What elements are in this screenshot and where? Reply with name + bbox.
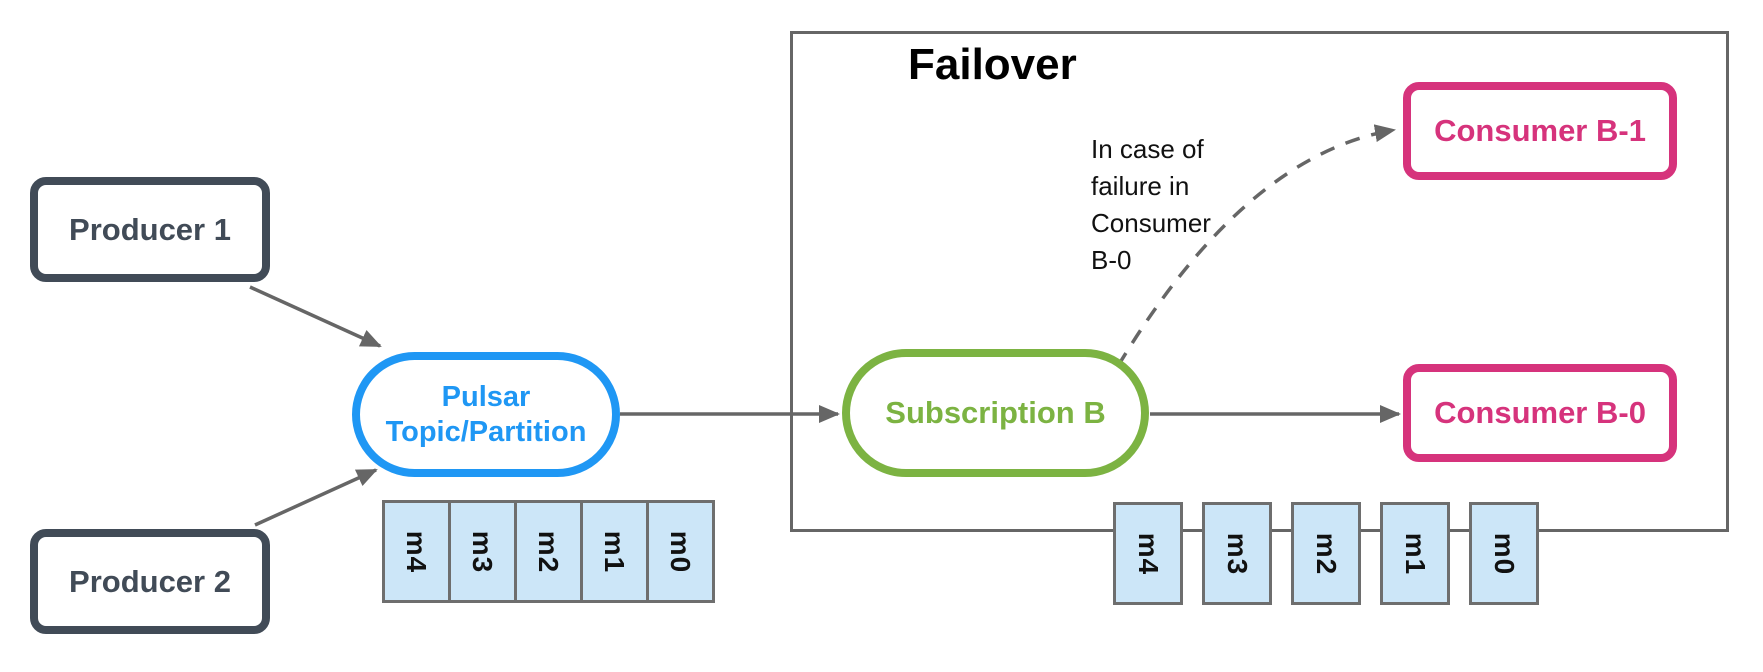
message-label: m3 <box>1222 532 1253 575</box>
message-cell: m3 <box>1202 502 1272 605</box>
message-cell: m2 <box>1291 502 1361 605</box>
subscription-b-label: Subscription B <box>885 394 1106 430</box>
message-label: m1 <box>599 530 631 573</box>
arrow-producer1-to-topic <box>249 285 382 348</box>
producer-1-label: Producer 1 <box>69 211 231 247</box>
message-cell: m0 <box>1469 502 1539 605</box>
subscription-b-node: Subscription B <box>842 349 1149 477</box>
consumer-b0-node: Consumer B-0 <box>1403 364 1677 462</box>
arrow-producer2-to-topic <box>254 468 378 527</box>
producer-2-node: Producer 2 <box>30 529 270 634</box>
topic-message-queue: m4 m3 m2 m1 m0 <box>382 500 715 603</box>
failover-annotation-text: In case of failure in Consumer B-0 <box>1091 134 1211 275</box>
subscription-message-queue: m4 m3 m2 m1 m0 <box>1113 502 1539 605</box>
message-label: m0 <box>1489 532 1520 575</box>
message-cell: m4 <box>1113 502 1183 605</box>
message-label: m1 <box>1400 532 1431 575</box>
producer-1-node: Producer 1 <box>30 177 270 282</box>
message-cell: m3 <box>448 500 517 603</box>
message-label: m2 <box>533 530 565 573</box>
failover-group-title: Failover <box>908 40 1077 89</box>
producer-2-label: Producer 2 <box>69 563 231 599</box>
message-label: m4 <box>1133 532 1164 575</box>
consumer-b1-node: Consumer B-1 <box>1403 82 1677 180</box>
message-cell: m1 <box>1380 502 1450 605</box>
message-label: m0 <box>665 530 697 573</box>
message-cell: m4 <box>382 500 451 603</box>
message-cell: m2 <box>514 500 583 603</box>
pulsar-topic-partition-node: Pulsar Topic/Partition <box>352 352 620 477</box>
consumer-b1-label: Consumer B-1 <box>1434 113 1646 148</box>
pulsar-topic-partition-label: Pulsar Topic/Partition <box>385 381 587 448</box>
consumer-b0-label: Consumer B-0 <box>1434 395 1646 430</box>
message-cell: m0 <box>646 500 715 603</box>
message-label: m4 <box>401 530 433 573</box>
message-label: m2 <box>1311 532 1342 575</box>
message-label: m3 <box>467 530 499 573</box>
message-cell: m1 <box>580 500 649 603</box>
